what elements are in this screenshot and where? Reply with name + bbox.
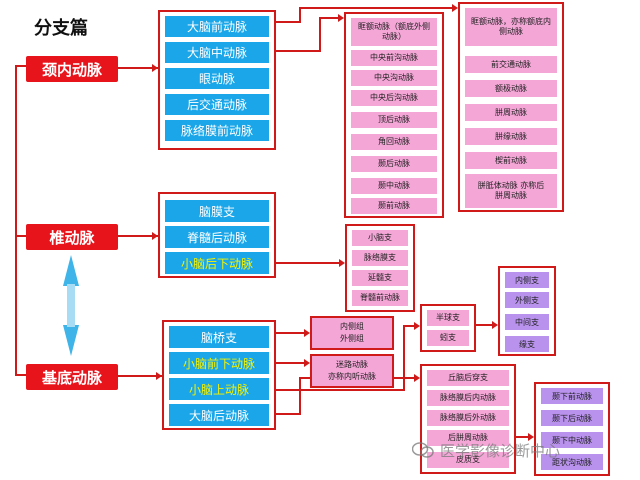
branch-ophthalmic: 眼动脉 <box>165 68 269 89</box>
aica-branches-box: 迷路动脉 亦称内听动脉 <box>310 354 394 388</box>
mca-branch: 中央前沟动脉 <box>351 50 437 66</box>
pca-branch: 丘脑后穿支 <box>427 370 509 386</box>
vermian-branch: 缘支 <box>505 336 549 352</box>
branch-pica: 小脑后下动脉 <box>165 252 269 274</box>
watermark: 医学影像诊断中心 <box>412 436 638 464</box>
cortical-branch: 颞下前动脉 <box>541 388 603 404</box>
pica-branch: 脉络膜支 <box>352 250 408 266</box>
aca-branch: 额极动脉 <box>465 80 557 97</box>
internal-carotid-artery: 颈内动脉 <box>26 56 118 82</box>
branch-anterior-choroidal: 脉络膜前动脉 <box>165 120 269 141</box>
aica-branch: 迷路动脉 <box>336 360 368 369</box>
aca-branch: 楔前动脉 <box>465 152 557 169</box>
branch-anterior-cerebral: 大脑前动脉 <box>165 16 269 37</box>
aca-branch: 胼缘动脉 <box>465 128 557 145</box>
vermian-branch: 外侧支 <box>505 292 549 308</box>
aca-branch: 前交通动脉 <box>465 56 557 73</box>
page-title: 分支篇 <box>34 18 88 39</box>
cortical-branches-box: 颞下前动脉 颞下后动脉 颞下中动脉 距状沟动脉 <box>534 382 610 476</box>
branch-middle-cerebral: 大脑中动脉 <box>165 42 269 63</box>
basilar-branches-box: 脑桥支 小脑前下动脉 小脑上动脉 大脑后动脉 <box>162 320 276 430</box>
aca-branches-box: 眶额动脉，亦称额底内侧动脉 前交通动脉 额极动脉 胼周动脉 胼缘动脉 楔前动脉 … <box>458 2 564 212</box>
vermian-branch: 内侧支 <box>505 272 549 288</box>
pontine-branch: 外侧组 <box>340 334 364 343</box>
internal-carotid-branches-box: 大脑前动脉 大脑中动脉 眼动脉 后交通动脉 脉络膜前动脉 <box>158 10 276 150</box>
mca-branch: 角回动脉 <box>351 134 437 150</box>
pca-branch: 后胼周动脉 <box>427 430 509 446</box>
pica-branch: 小脑支 <box>352 230 408 246</box>
vertebral-artery: 椎动脉 <box>26 224 118 250</box>
branch-meningeal: 脑膜支 <box>165 200 269 222</box>
branch-posterior-spinal: 脊髓后动脉 <box>165 226 269 248</box>
pca-branch: 皮质支 <box>427 452 509 468</box>
branch-pca: 大脑后动脉 <box>169 404 269 426</box>
pica-branches-box: 小脑支 脉络膜支 延髓支 脊髓前动脉 <box>345 224 415 312</box>
pontine-branch: 内侧组 <box>340 322 364 331</box>
pontine-branches-box: 内侧组 外侧组 <box>310 316 394 350</box>
vertebral-branches-box: 脑膜支 脊髓后动脉 小脑后下动脉 <box>158 192 276 278</box>
wechat-icon <box>412 442 434 458</box>
basilar-artery: 基底动脉 <box>26 364 118 390</box>
cortical-branch: 颞下后动脉 <box>541 410 603 426</box>
branch-pontine: 脑桥支 <box>169 326 269 348</box>
mca-branch: 中央后沟动脉 <box>351 90 437 106</box>
mca-branch: 颞前动脉 <box>351 198 437 214</box>
sca-branch: 蚓支 <box>427 330 469 346</box>
vermian-branch: 中间支 <box>505 314 549 330</box>
vermian-branches-box: 内侧支 外侧支 中间支 缘支 <box>498 266 556 356</box>
pica-branch: 脊髓前动脉 <box>352 290 408 306</box>
pca-branch: 脉络膜后内动脉 <box>427 390 509 406</box>
branch-sca: 小脑上动脉 <box>169 378 269 400</box>
mca-branch: 中央沟动脉 <box>351 70 437 86</box>
branch-posterior-communicating: 后交通动脉 <box>165 94 269 115</box>
mca-branch: 颞中动脉 <box>351 178 437 194</box>
cortical-branch: 颞下中动脉 <box>541 432 603 448</box>
aca-branch: 胼周动脉 <box>465 104 557 121</box>
watermark-text: 医学影像诊断中心 <box>440 441 561 460</box>
pca-branches-box: 丘脑后穿支 脉络膜后内动脉 脉络膜后外动脉 后胼周动脉 皮质支 <box>420 364 516 474</box>
mca-branch: 顶后动脉 <box>351 112 437 128</box>
sca-branch: 半球支 <box>427 310 469 326</box>
branch-aica: 小脑前下动脉 <box>169 352 269 374</box>
sca-branches-box: 半球支 蚓支 <box>420 304 476 352</box>
mca-branches-box: 眶额动脉（额底外侧动脉） 中央前沟动脉 中央沟动脉 中央后沟动脉 顶后动脉 角回… <box>344 12 444 218</box>
mca-branch: 颞后动脉 <box>351 156 437 172</box>
mca-branch: 眶额动脉（额底外侧动脉） <box>351 18 437 46</box>
aica-branch: 亦称内听动脉 <box>328 372 376 381</box>
pca-branch: 脉络膜后外动脉 <box>427 410 509 426</box>
pica-branch: 延髓支 <box>352 270 408 286</box>
aca-branch: 眶额动脉，亦称额底内侧动脉 <box>465 8 557 46</box>
cortical-branch: 距状沟动脉 <box>541 454 603 470</box>
aca-branch: 胼胝体动脉 亦称后胼周动脉 <box>465 174 557 208</box>
